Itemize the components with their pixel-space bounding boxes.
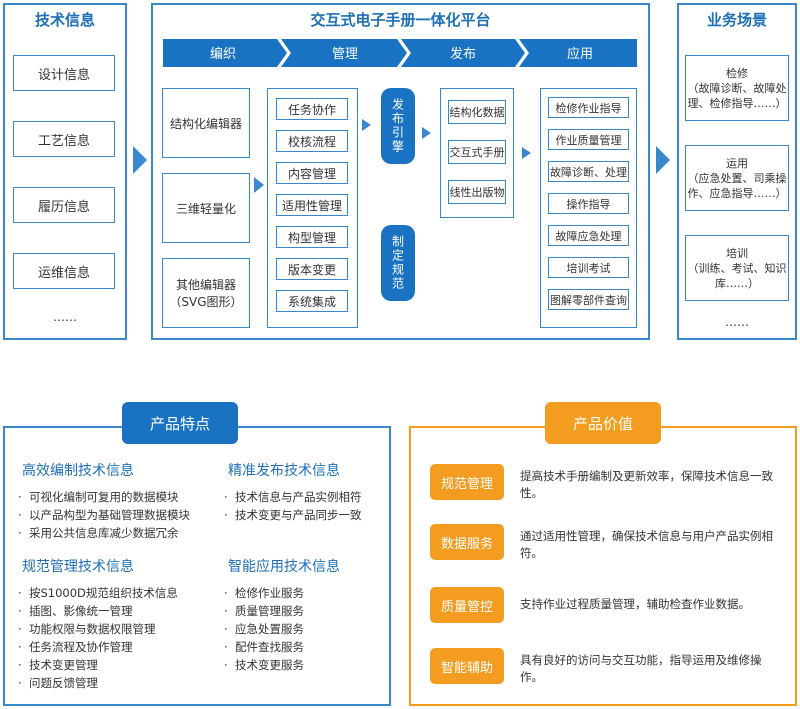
scene-training-head: 培训 [726, 246, 748, 260]
tech-info-panel: 技术信息 设计信息 工艺信息 履历信息 运维信息 …… [3, 3, 127, 340]
feature-item: · 检修作业服务 [224, 586, 304, 600]
platform-panel: 交互式电子手册一体化平台 编织 管理 发布 应用 结构化编辑器 三维轻量化 其他… [151, 3, 650, 340]
app-item-parts-query[interactable]: 图解零部件查询 [548, 289, 629, 310]
platform-title: 交互式电子手册一体化平台 [310, 11, 491, 29]
tech-info-item-history[interactable]: 履历信息 [13, 187, 115, 223]
feature-group-list-3: · 技术信息与产品实例相符 · 技术变更与产品同步一致 [224, 488, 361, 524]
editor-3d-lightweight[interactable]: 三维轻量化 [162, 173, 250, 243]
feature-item: · 应急处置服务 [224, 622, 304, 636]
value-text-data: 通过适用性管理，确保技术信息与用户产品实例相符。 [520, 529, 773, 560]
manage-item-applicability[interactable]: 适用性管理 [276, 194, 348, 216]
scene-maintenance-head: 检修 [726, 66, 748, 80]
feature-group-title-1: 高效编制技术信息 [22, 463, 134, 479]
app-item-emergency[interactable]: 故障应急处理 [548, 225, 629, 246]
feature-item: · 插图、影像统一管理 [18, 604, 133, 618]
scene-training[interactable]: 培训 （训练、考试、知识库……） [685, 235, 789, 301]
stage-bar [163, 39, 637, 67]
tech-info-more: …… [53, 310, 77, 324]
management-group [267, 88, 358, 328]
stage-chevron-2 [281, 39, 407, 67]
manage-item-task[interactable]: 任务协作 [276, 98, 348, 120]
stage-chevron-1 [163, 39, 287, 67]
value-tag-smart: 智能辅助 [430, 648, 504, 684]
arrow-right-icon [254, 177, 264, 193]
feature-item: · 可视化编制可复用的数据模块 [18, 490, 179, 504]
stage-label-manage: 管理 [331, 47, 358, 62]
publish-item-linear-publication[interactable]: 线性出版物 [448, 180, 506, 204]
app-item-operation[interactable]: 操作指导 [548, 193, 629, 214]
scene-operation-head: 运用 [726, 156, 748, 170]
value-tag-standard: 规范管理 [430, 464, 504, 500]
features-badge: 产品特点 [122, 402, 238, 444]
feature-item: · 技术变更与产品同步一致 [224, 508, 362, 522]
arrow-right-icon [656, 146, 670, 174]
publish-item-structured-data[interactable]: 结构化数据 [448, 100, 506, 124]
value-text-smart: 具有良好的访问与交互功能，指导运用及维修操作。 [520, 653, 762, 684]
tech-info-item-design[interactable]: 设计信息 [13, 55, 115, 91]
arrow-right-icon [133, 146, 147, 174]
publish-item-interactive-manual[interactable]: 交互式手册 [448, 140, 506, 164]
arrow-right-icon [422, 127, 431, 139]
scene-training-body: （训练、考试、知识库……） [687, 261, 787, 290]
publish-group [440, 88, 514, 218]
scene-maintenance-body: （故障诊断、故障处理、检修指导……） [687, 81, 787, 110]
publish-engine-pill[interactable]: 发布引擎 [381, 88, 415, 164]
feature-item: · 技术变更服务 [224, 658, 304, 672]
scenes-panel: 业务场景 检修 （故障诊断、故障处理、检修指导……） 运用 （应急处置、司乘操作… [677, 3, 797, 340]
values-badge: 产品价值 [545, 402, 661, 444]
tech-info-title: 技术信息 [34, 11, 95, 29]
feature-item: · 配件查找服务 [224, 640, 304, 654]
feature-item: · 任务流程及协作管理 [18, 640, 133, 654]
feature-group-title-4: 智能应用技术信息 [228, 559, 340, 575]
manage-item-version[interactable]: 版本变更 [276, 258, 348, 280]
feature-item: · 以产品构型为基础管理数据模块 [18, 508, 190, 522]
manage-item-content[interactable]: 内容管理 [276, 162, 348, 184]
stage-label-apply: 应用 [566, 47, 593, 62]
scene-operation-body: （应急处置、司乘操作、应急指导……） [687, 171, 787, 200]
stage-chevron-4 [519, 39, 637, 67]
manage-item-review[interactable]: 校核流程 [276, 130, 348, 152]
stage-label-compile: 编织 [209, 47, 236, 62]
manage-item-configuration[interactable]: 构型管理 [276, 226, 348, 248]
feature-item: · 功能权限与数据权限管理 [18, 622, 156, 636]
app-item-maintenance[interactable]: 检修作业指导 [548, 97, 629, 118]
application-group [540, 88, 637, 328]
value-text-quality: 支持作业过程质量管理，辅助检查作业数据。 [520, 597, 750, 611]
stage-label-publish: 发布 [449, 47, 476, 62]
feature-group-title-3: 精准发布技术信息 [228, 463, 340, 479]
feature-item: · 技术信息与产品实例相符 [224, 490, 362, 504]
arrow-right-icon [362, 119, 371, 131]
feature-group-list-1: · 可视化编制可复用的数据模块 · 以产品构型为基础管理数据模块 · 采用公共信… [18, 488, 190, 542]
feature-group-list-4: · 检修作业服务 · 质量管理服务 · 应急处置服务 · 配件查找服务 · 技术… [224, 584, 304, 674]
tech-info-item-process[interactable]: 工艺信息 [13, 121, 115, 157]
tech-info-item-operation[interactable]: 运维信息 [13, 253, 115, 289]
standard-pill[interactable]: 制定规范 [381, 225, 415, 301]
editor-other-svg[interactable]: 其他编辑器 （SVG图形） [162, 258, 250, 328]
scene-maintenance[interactable]: 检修 （故障诊断、故障处理、检修指导……） [685, 55, 789, 121]
feature-group-title-2: 规范管理技术信息 [22, 559, 134, 575]
app-item-diagnosis[interactable]: 故障诊断、处理 [548, 161, 629, 182]
value-text-standard: 提高技术手册编制及更新效率，保障技术信息一致性。 [520, 469, 773, 500]
editor-structured[interactable]: 结构化编辑器 [162, 88, 250, 158]
feature-group-list-2: · 按S1000D规范组织技术信息 · 插图、影像统一管理 · 功能权限与数据权… [18, 584, 178, 692]
arrow-right-icon [522, 147, 531, 159]
scene-operation[interactable]: 运用 （应急处置、司乘操作、应急指导……） [685, 145, 789, 211]
scenes-more: …… [725, 315, 749, 329]
stage-chevron-3 [401, 39, 525, 67]
scenes-title: 业务场景 [706, 11, 767, 29]
app-item-quality[interactable]: 作业质量管理 [548, 129, 629, 150]
feature-item: · 按S1000D规范组织技术信息 [18, 586, 178, 600]
feature-item: · 问题反馈管理 [18, 676, 98, 690]
value-tag-data: 数据服务 [430, 524, 504, 560]
feature-item: · 技术变更管理 [18, 658, 98, 672]
manage-item-integration[interactable]: 系统集成 [276, 290, 348, 312]
app-item-training[interactable]: 培训考试 [548, 257, 629, 278]
feature-item: · 质量管理服务 [224, 604, 304, 618]
feature-item: · 采用公共信息库减少数据冗余 [18, 526, 179, 540]
value-tag-quality: 质量管控 [430, 587, 504, 623]
